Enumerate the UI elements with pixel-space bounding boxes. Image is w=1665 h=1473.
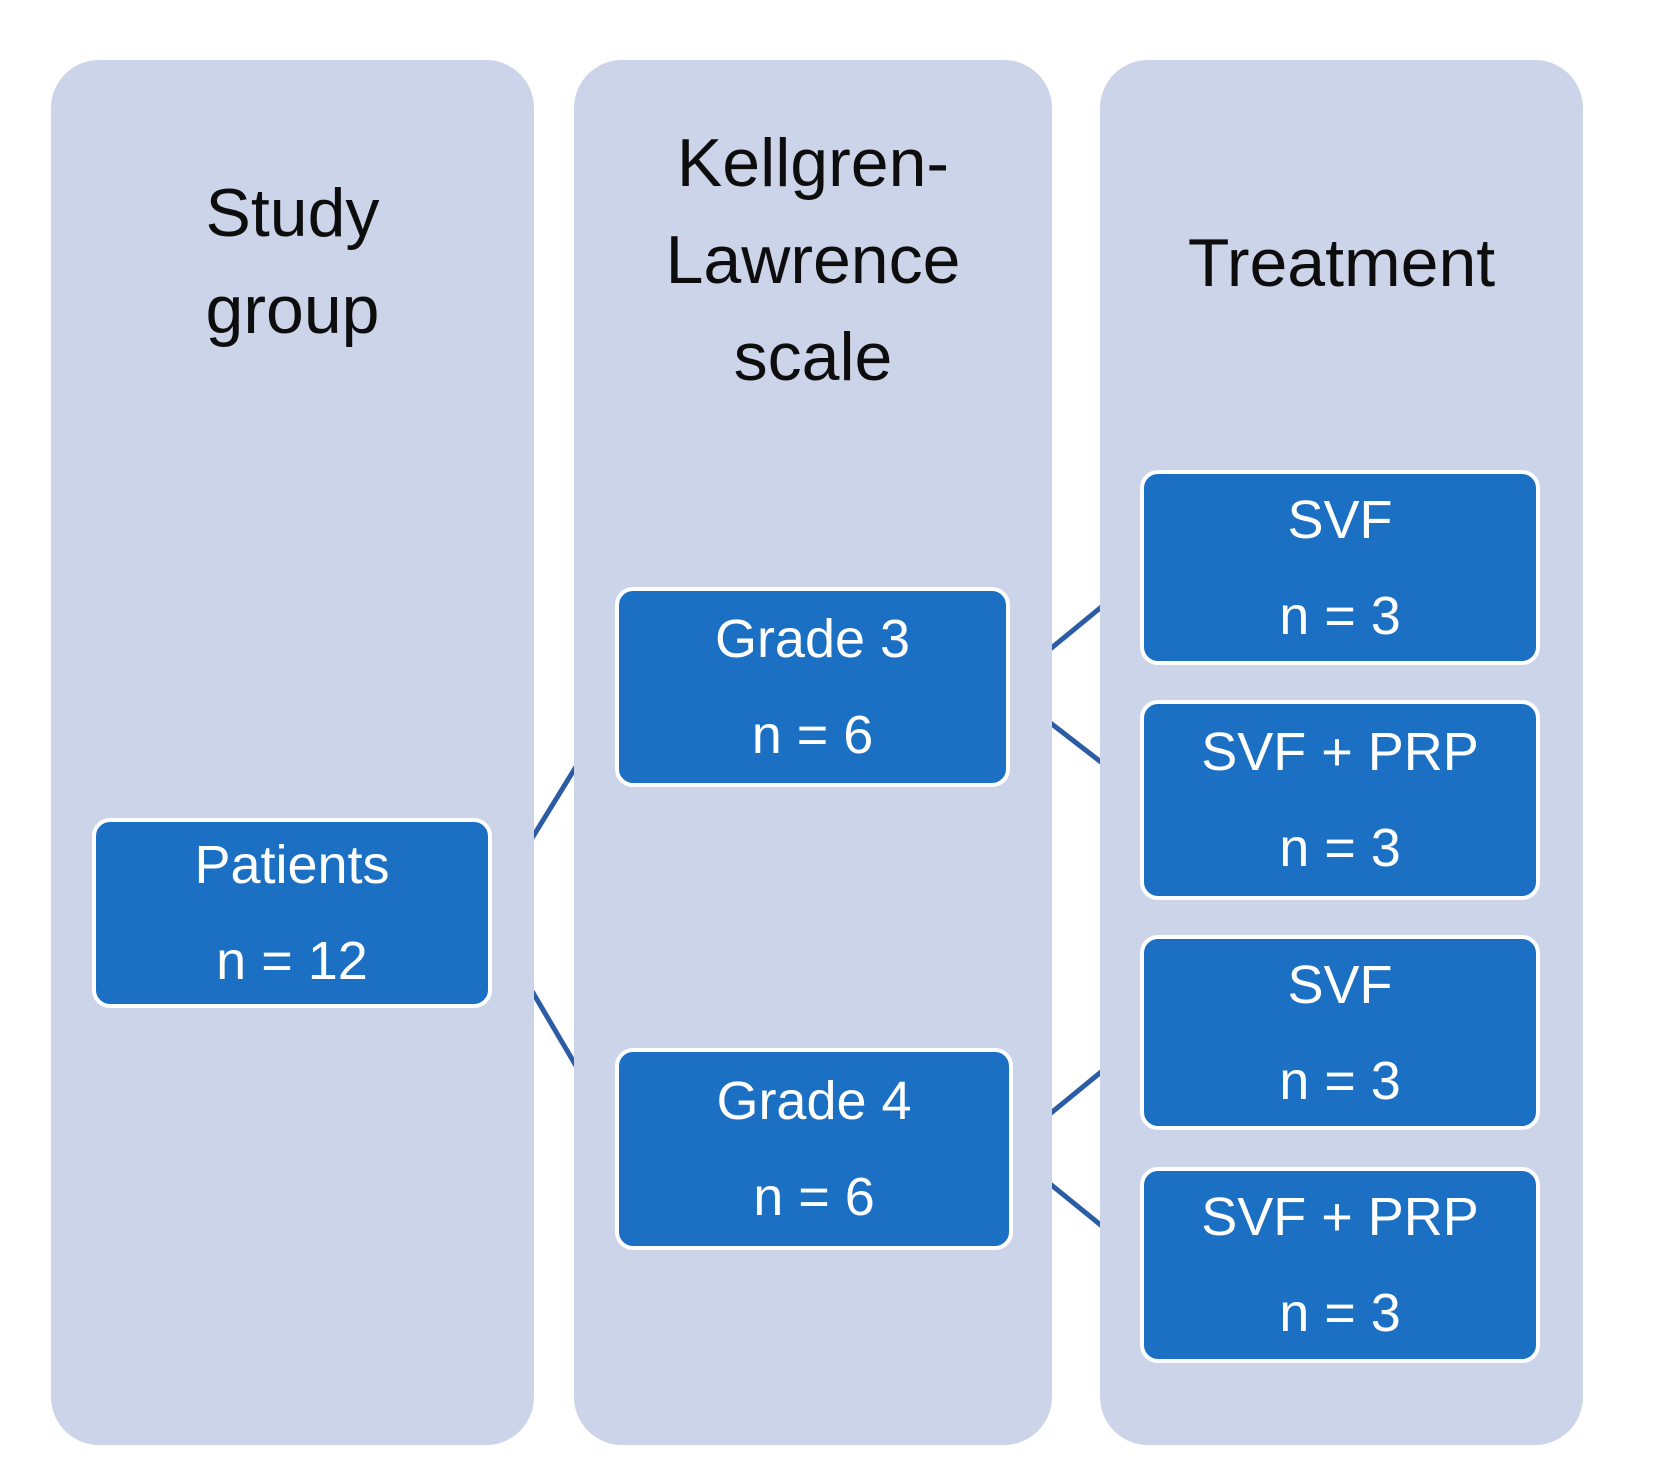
node-svf-grade4: SVF n = 3 (1140, 935, 1540, 1130)
node-label: Grade 4 (716, 1071, 912, 1131)
title-line: group (205, 272, 380, 348)
column-title-treatment: Treatment (1100, 60, 1583, 312)
title-line: scale (733, 319, 893, 395)
node-label: SVF (1287, 489, 1393, 550)
column-study-group: Study group (51, 60, 534, 1445)
node-count: n = 3 (1279, 1283, 1401, 1343)
title-line: Study (205, 175, 380, 251)
node-label: SVF + PRP (1201, 722, 1479, 782)
node-count: n = 12 (216, 931, 368, 991)
node-svf-grade3: SVF n = 3 (1140, 470, 1540, 665)
node-count: n = 3 (1279, 1050, 1401, 1111)
node-count: n = 6 (751, 705, 874, 765)
node-label: SVF (1287, 954, 1393, 1015)
node-label: Patients (194, 835, 390, 895)
column-title-kellgren-lawrence-scale: Kellgren- Lawrence scale (574, 60, 1052, 406)
node-grade-3: Grade 3 n = 6 (615, 587, 1010, 787)
title-line: Lawrence (665, 222, 961, 298)
title-line: Kellgren- (676, 125, 950, 201)
node-count: n = 3 (1279, 818, 1401, 878)
node-svf-prp-grade4: SVF + PRP n = 3 (1140, 1167, 1540, 1363)
column-title-study-group: Study group (51, 60, 534, 359)
title-line: Treatment (1187, 225, 1496, 301)
node-label: Grade 3 (714, 609, 911, 669)
node-svf-prp-grade3: SVF + PRP n = 3 (1140, 700, 1540, 900)
node-grade-4: Grade 4 n = 6 (615, 1048, 1013, 1250)
node-count: n = 6 (753, 1167, 875, 1227)
node-patients: Patients n = 12 (92, 818, 492, 1008)
node-count: n = 3 (1279, 585, 1401, 646)
node-label: SVF + PRP (1201, 1187, 1479, 1247)
